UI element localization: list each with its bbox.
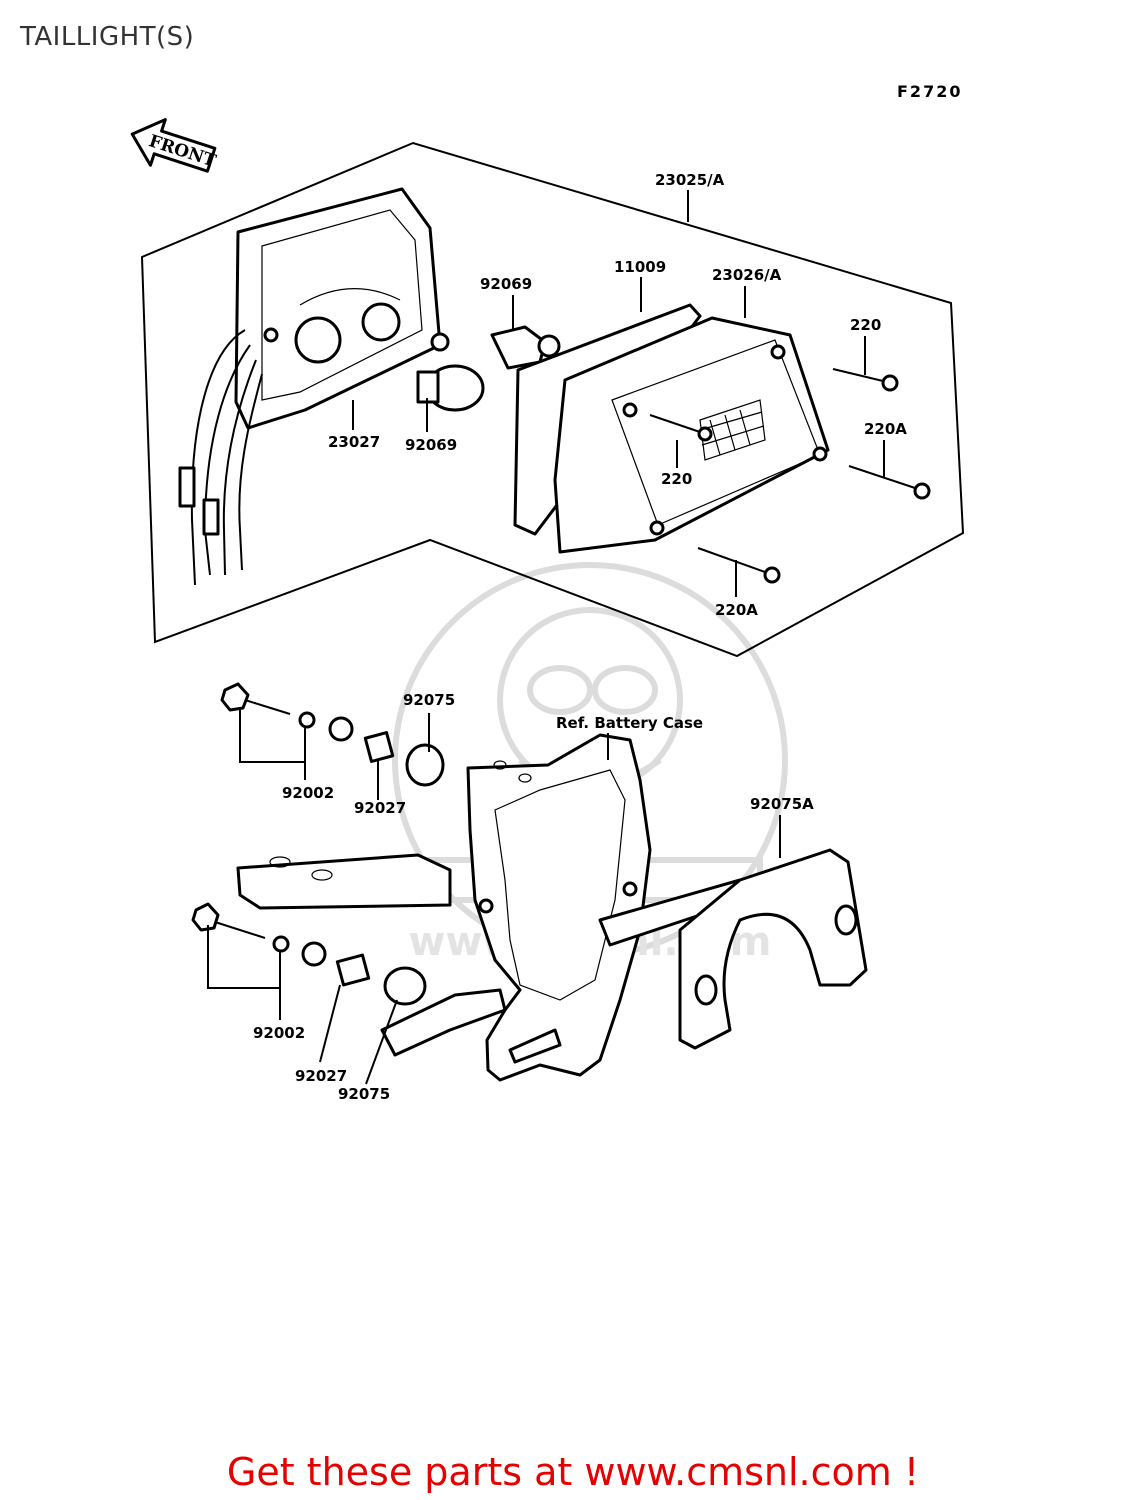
label-220a-right: 220A [864,420,907,438]
label-220-lens: 220 [661,470,692,488]
taillight-lens [553,316,830,554]
label-220a-bottom: 220A [715,601,758,619]
label-23025-a: 23025/A [655,171,725,189]
label-11009: 11009 [614,258,666,276]
washer-large-lower [301,941,327,967]
taillight-housing-base [178,187,450,586]
page-title: TAILLIGHT(S) [20,22,195,52]
label-92027-upper: 92027 [354,799,406,817]
label-92075-lower: 92075 [338,1085,390,1103]
figure-code: F2720 [897,82,962,101]
label-92002-lower: 92002 [253,1024,305,1042]
washer-large-upper [328,716,354,742]
collar-upper [363,731,395,763]
collar-lower [335,953,371,987]
screw-220a-right [848,465,931,500]
taillight-mounting-bracket [236,733,747,1082]
bulb-upper [490,325,561,370]
screw-220a-bottom [697,547,781,584]
part-callouts: 23025/A 92069 11009 23026/A 220 23027 92… [207,171,907,1103]
label-92075-upper: 92075 [403,691,455,709]
screw-220-right [832,368,899,392]
bolt-lower [191,902,266,939]
label-92069-lower: 92069 [405,436,457,454]
bolt-upper [220,682,291,715]
screw-220-lens [649,414,713,442]
label-23026-a: 23026/A [712,266,782,284]
grommet-upper [405,743,445,787]
label-92069-upper: 92069 [480,275,532,293]
front-direction-arrow-icon: FRONT [130,118,219,173]
taillight-assembly-outline [140,141,965,658]
label-23027: 23027 [328,433,380,451]
washer-small-upper [298,711,316,729]
cta-banner[interactable]: Get these parts at www.cmsnl.com ! [226,1450,920,1494]
washer-small-lower [272,935,290,953]
label-92075a: 92075A [750,795,814,813]
grommet-lower [383,966,427,1006]
rear-support-bracket [678,848,868,1050]
label-92002-upper: 92002 [282,784,334,802]
label-220-right: 220 [850,316,881,334]
reference-battery-case-label: Ref. Battery Case [556,714,703,732]
label-92027-lower: 92027 [295,1067,347,1085]
